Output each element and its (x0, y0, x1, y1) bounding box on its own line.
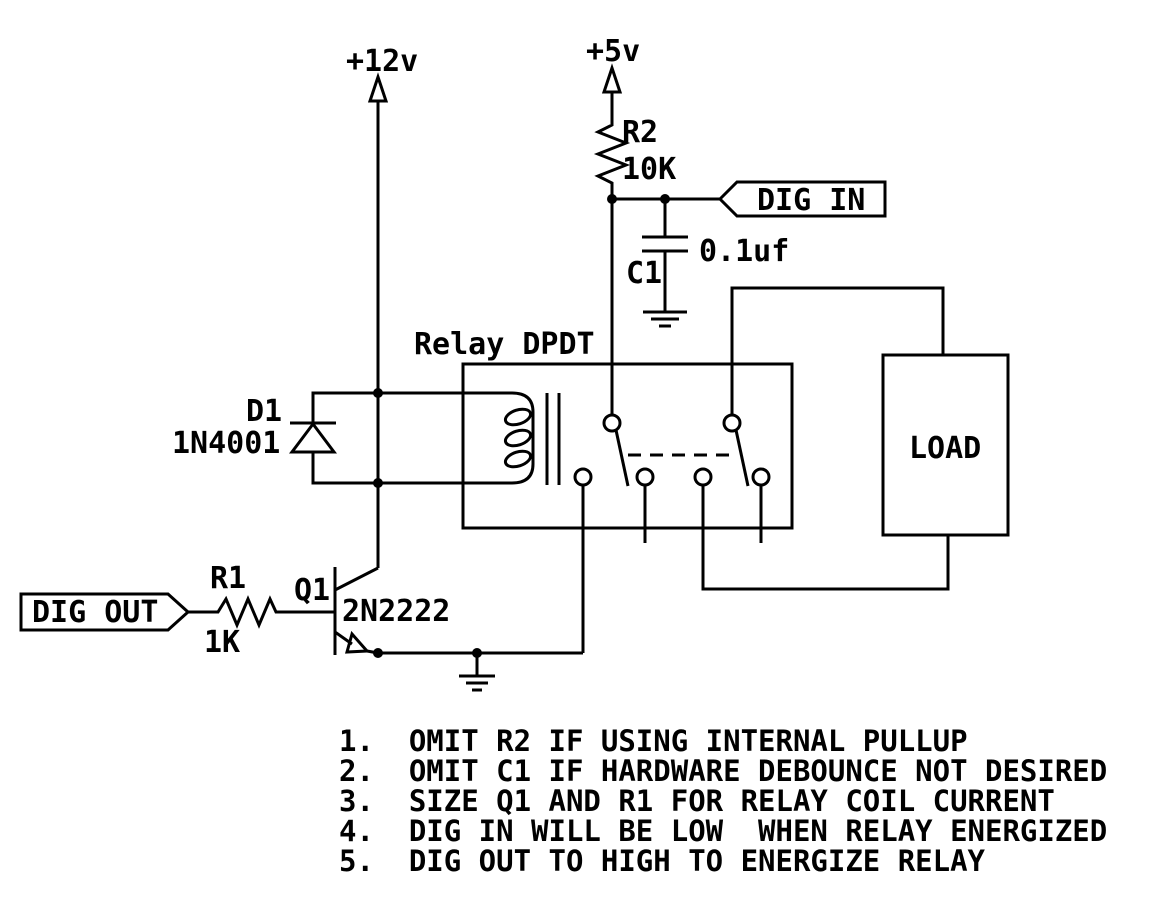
relay-label: Relay DPDT (414, 327, 595, 362)
power-arrow-icon (601, 63, 623, 94)
ground-symbol-emitter (459, 653, 495, 692)
rail-5v-label: +5v (586, 34, 640, 69)
contact-terminal (573, 467, 593, 487)
pole1-common-terminal (602, 413, 622, 433)
diode-d1: D1 1N4001 (172, 388, 383, 488)
relay-outline (461, 362, 794, 530)
q1-value-label: 2N2222 (342, 594, 450, 629)
r2-ref-label: R2 (622, 115, 658, 150)
relay-pole-2 (722, 286, 945, 487)
note-line: 5. DIG OUT TO HIGH TO ENERGIZE RELAY (339, 844, 986, 878)
note-line: 1. OMIT R2 IF USING INTERNAL PULLUP (339, 724, 968, 758)
d1-value-label: 1N4001 (172, 426, 280, 461)
r1-value-label: 1K (204, 625, 240, 660)
capacitor-c1: C1 0.1uf (626, 199, 789, 328)
r2-zigzag (593, 120, 631, 199)
coil-body (511, 391, 535, 485)
r1-ref-label: R1 (210, 561, 246, 596)
coil-loop (503, 428, 533, 448)
relay-box: Relay DPDT (414, 327, 794, 530)
coil-loop (503, 449, 533, 469)
q1-ref-label: Q1 (294, 573, 330, 608)
power-arrow-icon (367, 72, 389, 103)
pole2-common-wire (730, 286, 945, 415)
note-line: 3. SIZE Q1 AND R1 FOR RELAY COIL CURRENT (339, 784, 1055, 818)
contact-terminal (635, 467, 655, 487)
load-outline (881, 353, 1010, 537)
q1-collector-lead (334, 566, 379, 592)
relay-pole-1 (602, 199, 630, 487)
coil-loop (503, 407, 533, 427)
relay-coil (378, 391, 561, 485)
d1-ref-label: D1 (246, 394, 282, 429)
pole2-common-terminal (722, 413, 742, 433)
dig-in-flag (717, 180, 887, 218)
r1-zigzag (212, 595, 335, 629)
power-rail-12v: +12v (346, 44, 418, 568)
transistor-q1: Q1 2N2222 (294, 566, 450, 655)
relay-contacts (573, 467, 950, 653)
dig-out-flag (19, 592, 191, 632)
ground-symbol-c1 (643, 310, 687, 328)
resistor-r2: R2 10K (593, 115, 676, 199)
load-label: LOAD (909, 431, 981, 466)
dig-in-node: DIG IN (607, 180, 887, 218)
diode-wire-top (311, 391, 378, 423)
power-rail-5v: +5v (586, 34, 640, 120)
junction-dot (607, 194, 617, 204)
dig-out-label: DIG OUT (32, 595, 158, 630)
resistor-r1: R1 1K (204, 561, 335, 660)
q1-emitter-arrow (344, 630, 371, 654)
load-box: LOAD (881, 353, 1010, 537)
diode-wire-bottom (311, 452, 378, 485)
r2-value-label: 10K (622, 152, 676, 187)
c1-ref-label: C1 (626, 256, 662, 291)
contact-terminal (751, 467, 771, 487)
c1-value-label: 0.1uf (699, 234, 789, 269)
contact-terminal (693, 467, 713, 487)
notes-list: 1. OMIT R2 IF USING INTERNAL PULLUP 2. O… (339, 724, 1107, 878)
note-line: 2. OMIT C1 IF HARDWARE DEBOUNCE NOT DESI… (339, 754, 1107, 788)
emitter-ground-net (373, 648, 583, 692)
pole2-armature (734, 429, 750, 487)
diode-triangle (289, 421, 337, 454)
dig-in-label: DIG IN (757, 183, 865, 218)
dig-out-node: DIG OUT (19, 592, 212, 632)
contact3-to-load-wire (701, 485, 950, 591)
rail-12v-label: +12v (346, 44, 418, 79)
note-line: 4. DIG IN WILL BE LOW WHEN RELAY ENERGIZ… (339, 814, 1107, 848)
pole1-armature (614, 429, 630, 487)
